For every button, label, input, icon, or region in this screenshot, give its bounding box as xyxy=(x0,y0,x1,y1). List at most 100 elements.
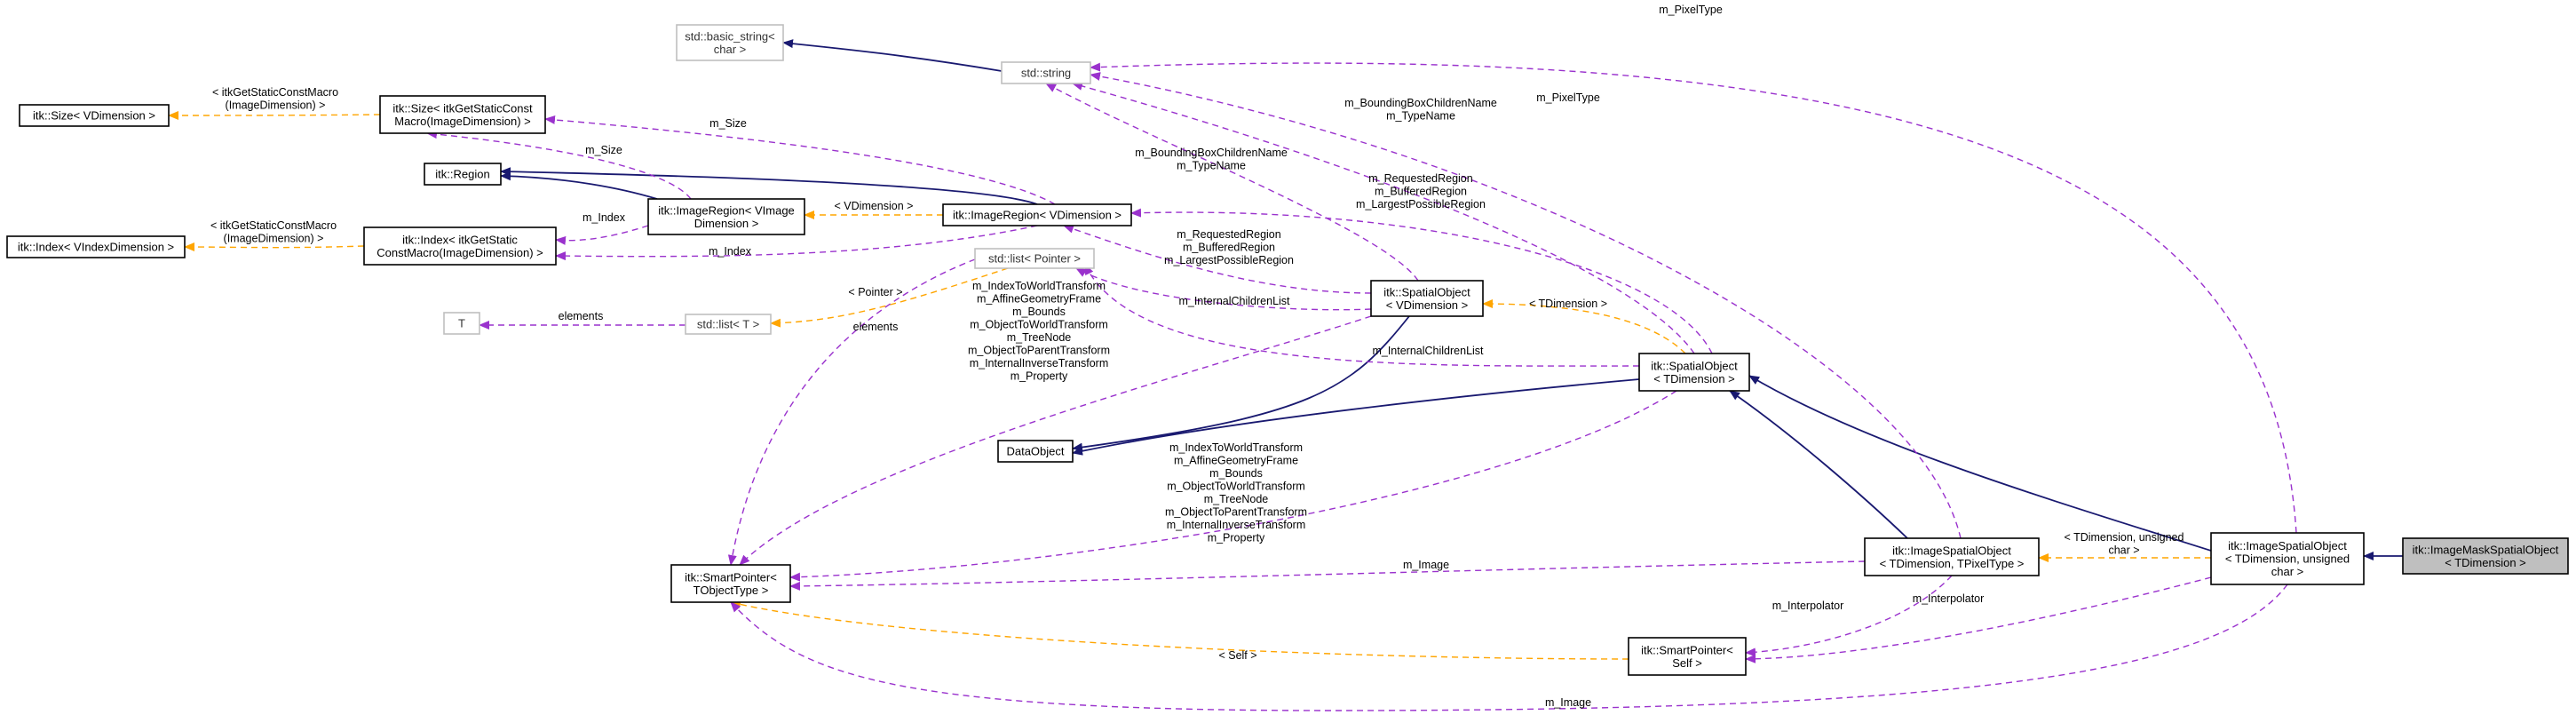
usage-edge xyxy=(1090,62,2297,534)
edge-label-m-size-1: m_Size xyxy=(709,117,747,130)
usage-edge xyxy=(1745,576,2212,663)
edge-labels-layer: < itkGetStaticConstMacro(ImageDimension)… xyxy=(210,4,2184,709)
edge-label-self-tpl: < Self > xyxy=(1218,649,1256,662)
edge-label-m-interpolator-2: m_Interpolator xyxy=(1913,592,1985,605)
class-node-std-list-T[interactable]: std::list< T > xyxy=(685,314,772,335)
class-name: itk::ImageRegion< VDimension > xyxy=(953,209,1122,222)
usage-edge xyxy=(730,584,2288,711)
inheritance-edge xyxy=(500,171,658,200)
class-node-size-vdim[interactable]: itk::Size< VDimension > xyxy=(19,104,170,127)
class-name: itk::Index< VIndexDimension > xyxy=(18,241,174,254)
edge-label-pointer-tpl: < Pointer > xyxy=(848,286,902,298)
template-edge xyxy=(730,600,1629,660)
usage-edge xyxy=(1130,208,1713,354)
class-node-basic-string[interactable]: std::basic_string<char > xyxy=(676,24,784,61)
class-node-image-region-vdim[interactable]: itk::ImageRegion< VDimension > xyxy=(942,203,1132,226)
edges-layer xyxy=(168,39,2403,711)
class-node-smart-pointer-self[interactable]: itk::SmartPointer<Self > xyxy=(1628,637,1747,676)
edge-label-m-image-1: m_Image xyxy=(1403,559,1449,571)
template-edge xyxy=(1482,299,1686,354)
edge-label-vdim-tpl: < VDimension > xyxy=(835,200,914,212)
usage-edge xyxy=(739,315,1372,566)
usage-edge xyxy=(555,225,649,245)
usage-edge xyxy=(555,225,1038,261)
template-edge xyxy=(184,242,365,252)
class-node-std-list-pointer[interactable]: std::list< Pointer > xyxy=(974,248,1095,269)
usage-edge xyxy=(1072,82,1695,354)
class-node-image-spatial-uchar[interactable]: itk::ImageSpatialObject< TDimension, uns… xyxy=(2210,532,2365,585)
class-name: DataObject xyxy=(1006,445,1064,458)
class-box xyxy=(424,163,502,186)
edge-label-children-2: m_InternalChildrenList xyxy=(1372,345,1484,357)
class-name: itk::SmartPointer<TObjectType > xyxy=(685,570,777,597)
class-node-std-string[interactable]: std::string xyxy=(1001,61,1091,84)
edge-label-m-pixeltype-2: m_PixelType xyxy=(1536,91,1600,104)
inheritance-edge xyxy=(1072,378,1640,456)
class-box xyxy=(685,314,772,335)
class-box xyxy=(942,203,1132,226)
class-box xyxy=(1001,61,1091,84)
class-box xyxy=(1370,280,1484,317)
class-box xyxy=(379,95,546,134)
class-box xyxy=(1864,537,2040,576)
class-name: itk::SpatialObject< VDimension > xyxy=(1383,285,1470,312)
class-node-spatial-vdim[interactable]: itk::SpatialObject< VDimension > xyxy=(1370,280,1484,317)
edge-label-children-1: m_InternalChildrenList xyxy=(1178,295,1290,307)
class-name: itk::SmartPointer<Self > xyxy=(1641,643,1733,670)
edge-label-m-size-2: m_Size xyxy=(585,144,622,156)
usage-edge xyxy=(544,115,1056,205)
template-edge xyxy=(770,267,1009,328)
class-box xyxy=(2402,537,2569,575)
class-box xyxy=(6,235,186,258)
class-name: itk::ImageMaskSpatialObject< TDimension … xyxy=(2413,543,2559,569)
class-node-index-vindex[interactable]: itk::Index< VIndexDimension > xyxy=(6,235,186,258)
class-box xyxy=(2210,532,2365,585)
class-node-region[interactable]: itk::Region xyxy=(424,163,502,186)
class-box xyxy=(647,198,805,235)
class-node-spatial-tdim[interactable]: itk::SpatialObject< TDimension > xyxy=(1638,353,1750,392)
inheritance-edge xyxy=(500,167,1038,205)
edge-label-elements-1: elements xyxy=(559,310,604,322)
usage-edge xyxy=(1075,267,1372,311)
class-name: T xyxy=(458,317,465,330)
inheritance-edge xyxy=(782,39,1003,72)
usage-edge xyxy=(727,258,976,566)
edge-label-index-vindex-tpl: < itkGetStaticConstMacro(ImageDimension)… xyxy=(210,219,337,245)
class-name: std::basic_string<char > xyxy=(685,29,775,56)
class-name: itk::Region xyxy=(435,168,489,181)
usage-edge xyxy=(1084,264,1640,367)
edge-label-m-pixeltype-top: m_PixelType xyxy=(1659,4,1723,16)
class-node-data-object[interactable]: DataObject xyxy=(997,440,1074,463)
usage-edge xyxy=(1745,575,1953,657)
nodes-layer: std::basic_string<char >std::stringitk::… xyxy=(6,24,2569,676)
class-box xyxy=(670,564,791,603)
edge-label-m-index-1: m_Index xyxy=(583,211,626,224)
class-box xyxy=(19,104,170,127)
class-name: std::list< T > xyxy=(697,318,759,331)
usage-edge xyxy=(789,390,1677,582)
class-node-T[interactable]: T xyxy=(443,312,480,335)
class-box xyxy=(676,24,784,61)
edge-label-m-image-2: m_Image xyxy=(1545,696,1591,709)
class-node-image-spatial-tpixel[interactable]: itk::ImageSpatialObject< TDimension, TPi… xyxy=(1864,537,2040,576)
class-name: std::list< Pointer > xyxy=(988,252,1081,266)
edge-label-elements-2: elements xyxy=(853,321,899,333)
class-name: itk::ImageSpatialObject< TDimension, uns… xyxy=(2225,539,2350,578)
class-name: itk::ImageSpatialObject< TDimension, TPi… xyxy=(1880,544,2025,570)
class-box xyxy=(1628,637,1747,676)
class-node-image-mask[interactable]: itk::ImageMaskSpatialObject< TDimension … xyxy=(2402,537,2569,575)
class-name: std::string xyxy=(1021,67,1071,80)
usage-edge xyxy=(426,130,692,200)
class-node-smart-pointer-t[interactable]: itk::SmartPointer<TObjectType > xyxy=(670,564,791,603)
